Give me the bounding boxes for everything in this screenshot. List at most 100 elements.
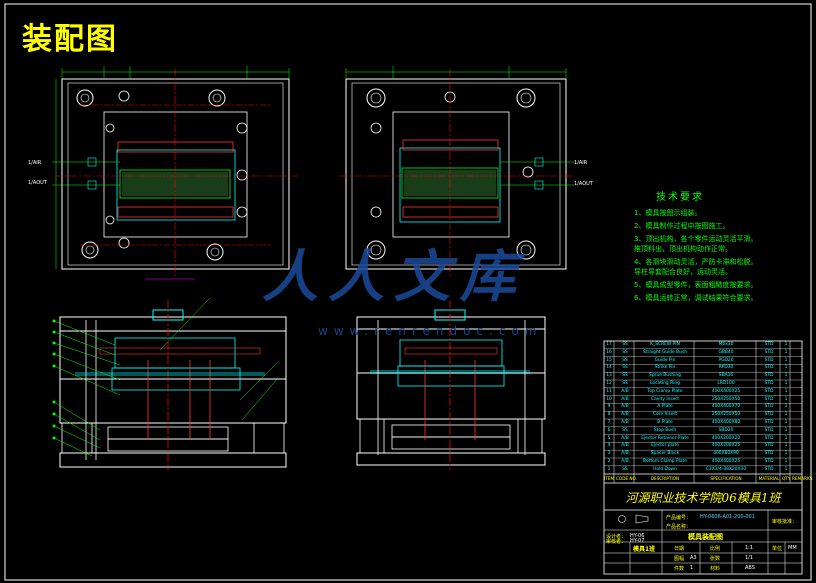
- bottom-left-section-view: [52, 297, 287, 470]
- tl-guide-hole: [208, 89, 226, 107]
- tr-guide-hole: [366, 240, 386, 260]
- sheet: 1/1: [745, 555, 754, 561]
- tl-guide-hole: [206, 243, 224, 261]
- bom-header-description: DESCRIPTION: [650, 476, 680, 481]
- bom-cell-qty: 1: [784, 466, 788, 472]
- bom-cell-spec: RPD30: [718, 365, 734, 371]
- bom-cell-mat: STD: [764, 388, 774, 394]
- bc-ejector-plate: [391, 424, 511, 438]
- tl-bolt-hole: [118, 90, 130, 102]
- bl-leader: [53, 342, 121, 366]
- scale-label: 比例: [710, 546, 721, 552]
- bom-cell-spec: PGD20: [718, 357, 734, 363]
- tl-runner: [117, 206, 234, 218]
- bom-cell-desc: Strike Pin: [654, 365, 676, 371]
- bom-cell-code: A/B: [621, 435, 629, 441]
- bom-cell-code: SS: [622, 466, 628, 472]
- bl-leader-dot: [52, 412, 56, 416]
- requirement-item: 5、模具成型零件，表面粗糙度按要求。: [634, 281, 758, 289]
- bom-cell-no: 12: [606, 381, 612, 386]
- bl-cavity: [114, 337, 236, 369]
- bc-core: [397, 365, 505, 387]
- bom-cell-qty: 1: [784, 381, 788, 386]
- bl-leader: [53, 413, 101, 441]
- bom-cell-desc: Top Clamp Plate: [647, 388, 683, 394]
- bom-cell-no: 13: [606, 373, 612, 379]
- bl-leader: [53, 437, 93, 457]
- bom-cell-code: A/B: [621, 412, 629, 418]
- bom-cell-mat: STD: [764, 381, 774, 386]
- bom-cell-mat: STD: [764, 412, 774, 418]
- school-name: 河源职业技术学院06模具1班: [625, 491, 781, 505]
- bom-cell-code: A/B: [621, 388, 629, 394]
- bl-leader: [53, 320, 116, 346]
- bom-cell-spec: 400X400X25: [711, 459, 741, 464]
- bl-leader: [53, 365, 121, 396]
- requirement-item: 3、顶出机构，各个零件运动灵活平滑。: [634, 235, 758, 243]
- bom-cell-qty: 1: [784, 396, 788, 402]
- bom-cell-qty: 1: [784, 427, 788, 433]
- bom-frame: [603, 340, 803, 575]
- bom-cell-spec: LRD100: [717, 381, 735, 386]
- bom-cell-desc: A Plate: [657, 404, 673, 410]
- bl-leader-dot: [52, 319, 56, 323]
- bom-cell-desc: Straight Guide Bush: [642, 349, 688, 355]
- tr-bolt-hole: [370, 206, 382, 218]
- requirement-item: 4、各滑块滑动灵活，严防卡滞和松脱。: [634, 258, 758, 266]
- bom-header-qty: QTY: [782, 476, 791, 481]
- bl-leader: [53, 401, 101, 431]
- bl-cooling-line: [75, 372, 265, 376]
- bom-cell-spec: 400X80X90: [713, 451, 739, 457]
- bom-cell-spec: 250X250X50: [711, 412, 741, 418]
- bom-cell-no: 17: [606, 342, 612, 347]
- requirement-item: 6、模具运转正常，调试结果符合要求。: [634, 294, 758, 302]
- bom-cell-qty: 1: [784, 412, 788, 418]
- size: A3: [690, 555, 697, 561]
- bom-cell-desc: Sprue Bushing: [649, 373, 681, 379]
- requirement-item: 1、模具按图示组装。: [634, 209, 702, 217]
- bl-spacer: [253, 422, 285, 454]
- bom-cell-desc: Core Insert: [652, 412, 678, 418]
- tl-bolt-hole: [105, 123, 115, 133]
- bom-table-grid: [603, 340, 803, 575]
- bom-cell-code: A/B: [621, 404, 629, 410]
- projection-symbol-icon: [635, 514, 649, 524]
- bom-cell-desc: Guide Pin: [654, 357, 676, 363]
- bom-cell-no: 4: [607, 443, 611, 449]
- bom-cell-mat: STD: [764, 466, 774, 472]
- technical-requirements-title: 技术要求: [656, 192, 704, 203]
- bom-cell-no: 1: [607, 466, 611, 472]
- bom-cell-code: A/B: [621, 459, 629, 464]
- tl-bolt-hole: [105, 215, 115, 225]
- tr-guide-hole: [520, 92, 532, 104]
- port-label: 1/AIR: [28, 160, 42, 166]
- tr-outer-plate: [345, 78, 567, 270]
- count-label: 件数: [674, 566, 685, 572]
- bl-top-clamp: [59, 316, 287, 332]
- bom-cell-code: A/B: [621, 443, 629, 449]
- unit: MM: [788, 545, 797, 551]
- bom-cell-mat: STD: [764, 342, 774, 347]
- tl-outer-plate-inner: [67, 82, 284, 266]
- bom-cell-mat: STD: [764, 365, 774, 371]
- designer-label: 设计者：: [606, 534, 627, 540]
- product-code: HY-0606-A01-200-001: [700, 514, 755, 520]
- bom-header-specification: SPECIFICATION: [710, 476, 742, 481]
- tr-bolt-hole: [522, 166, 534, 178]
- page-title: 装配图: [22, 22, 118, 57]
- bom-cell-desc: Hold Down: [653, 466, 677, 472]
- bom-cell-spec: 400X400X80: [711, 420, 741, 425]
- material-label: 材料: [710, 566, 721, 572]
- bom-cell-no: 8: [607, 412, 611, 418]
- bl-leader: [239, 361, 279, 401]
- port-label: 1/AIR: [574, 160, 588, 166]
